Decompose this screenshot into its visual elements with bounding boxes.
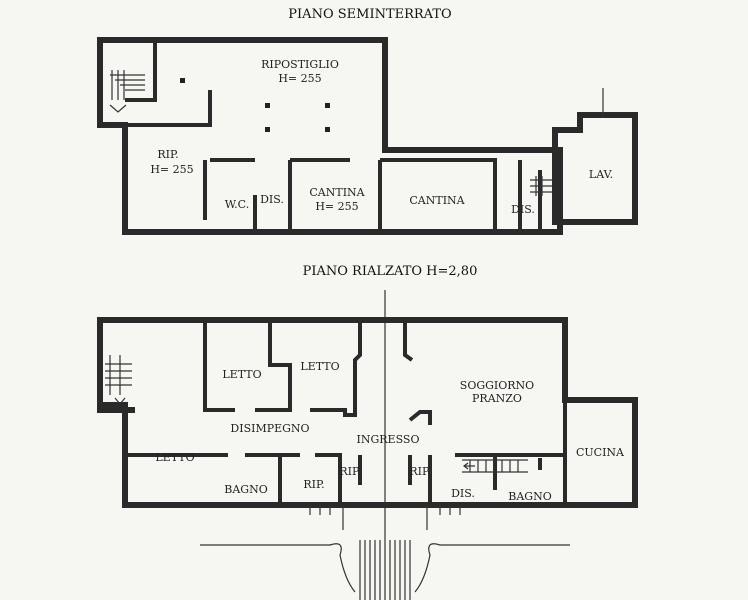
entrance-steps — [200, 505, 570, 600]
ground-floor-plan: PIANO RIALZATO H=2,80 LETTO LETTO SOGGIO… — [97, 264, 638, 600]
ground-outer-wall — [97, 317, 638, 508]
room-ripostiglio-height: H= 255 — [278, 72, 321, 85]
room-bagno-1: BAGNO — [224, 483, 267, 496]
room-lav: LAV. — [589, 168, 613, 181]
basement-interior-walls — [125, 40, 542, 232]
room-dis: DIS. — [451, 487, 475, 500]
ground-title: PIANO RIALZATO H=2,80 — [303, 264, 478, 279]
room-cucina: CUCINA — [576, 446, 625, 459]
basement-pillars — [180, 78, 330, 132]
ground-stair-icon — [105, 355, 528, 473]
room-ingresso: INGRESSO — [357, 433, 420, 446]
room-rip-2: RIP. — [339, 465, 360, 478]
room-letto-2: LETTO — [300, 360, 339, 373]
room-pranzo: PRANZO — [472, 392, 522, 405]
room-soggiorno: SOGGIORNO — [460, 379, 534, 392]
basement-title: PIANO SEMINTERRATO — [288, 7, 451, 22]
room-rip-height: H= 255 — [150, 163, 193, 176]
room-letto-3: LETTO — [155, 451, 194, 464]
room-letto-1: LETTO — [222, 368, 261, 381]
room-ripostiglio: RIPOSTIGLIO — [261, 58, 339, 71]
basement-lav-wall — [552, 112, 638, 225]
room-cantina-1: CANTINA — [309, 186, 365, 199]
basement-outer-wall — [97, 37, 563, 235]
room-rip-1: RIP. — [303, 478, 324, 491]
room-cantina-1-height: H= 255 — [315, 200, 358, 213]
room-bagno-2: BAGNO — [508, 490, 551, 503]
room-dis-2: DIS. — [511, 203, 535, 216]
room-rip: RIP. — [157, 148, 178, 161]
ground-stair-block — [97, 320, 135, 413]
room-disimpegno: DISIMPEGNO — [230, 422, 309, 435]
basement-stair-icon — [109, 70, 552, 196]
basement-plan: PIANO SEMINTERRATO RIPOSTIGLIO H= 255 RI… — [97, 7, 638, 235]
room-rip-3: RIP. — [409, 465, 430, 478]
room-cantina-2: CANTINA — [409, 194, 465, 207]
room-wc: W.C. — [225, 198, 249, 211]
room-dis-1: DIS. — [260, 193, 284, 206]
